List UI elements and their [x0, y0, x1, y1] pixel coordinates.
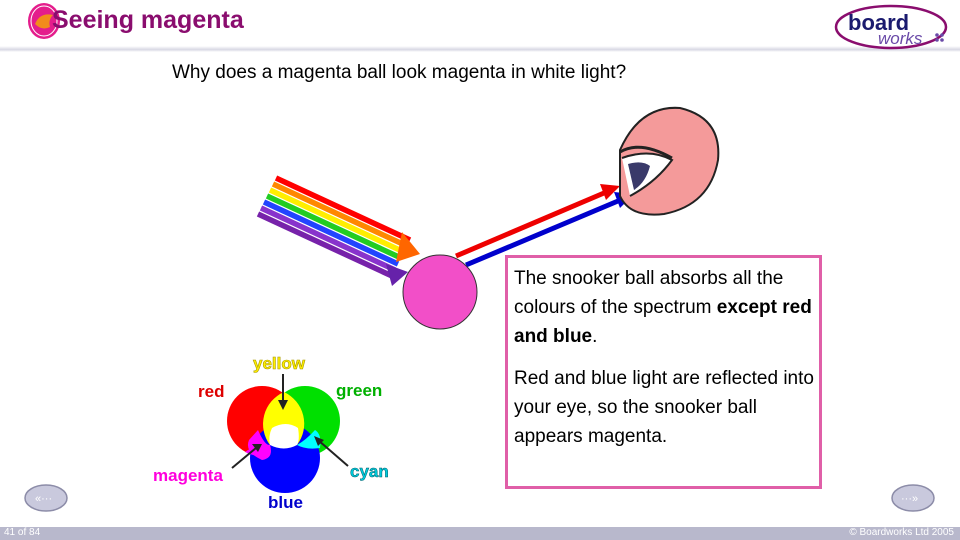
- question-text: Why does a magenta ball look magenta in …: [172, 62, 627, 83]
- beam-stripe-blue: [262, 199, 400, 267]
- beam-stripe-violet: [256, 211, 394, 279]
- venn-label-cyan: cyan: [350, 462, 389, 482]
- red-ray-arrow-icon: [600, 184, 620, 200]
- svg-text:«···: «···: [35, 493, 52, 505]
- page-title: Seeing magenta: [52, 6, 244, 34]
- footer-bar: [0, 527, 960, 540]
- venn-white-centre: [269, 424, 299, 449]
- beam-stripe-yellow: [268, 187, 406, 255]
- venn-cyan-region: [297, 430, 321, 449]
- explanation-period: .: [592, 326, 598, 347]
- title-icon: [26, 2, 62, 40]
- logo-text-top: board: [848, 10, 909, 35]
- reflected-blue-ray: [465, 198, 619, 268]
- explanation-emphasis: except red and blue: [514, 297, 812, 347]
- boardworks-logo: board works: [834, 4, 948, 50]
- snooker-ball: [402, 254, 478, 330]
- eye-icon: [619, 106, 720, 216]
- svg-text:···»: ···»: [901, 493, 918, 505]
- venn-label-blue: blue: [268, 493, 303, 512]
- copyright-text: © Boardworks Ltd 2005: [849, 527, 954, 538]
- beam-arrowhead-lower-icon: [386, 264, 408, 286]
- page-number: 41 of 84: [4, 527, 41, 538]
- beam-stripe-orange: [271, 181, 409, 249]
- explanation-paragraph-1: The snooker ball absorbs all the colours…: [514, 264, 814, 351]
- title-divider: [0, 46, 960, 52]
- nav-forward-button-graphic: ···»: [891, 484, 935, 512]
- venn-label-yellow: yellow: [253, 354, 306, 374]
- explanation-box: The snooker ball absorbs all the colours…: [505, 255, 822, 489]
- venn-label-red: red: [198, 382, 225, 401]
- next-slide-button[interactable]: [892, 485, 935, 512]
- white-light-beam: [256, 175, 412, 279]
- beam-stripe-red: [274, 175, 412, 243]
- beam-stripe-indigo: [259, 205, 397, 273]
- explanation-text-1: The snooker ball absorbs all the colours…: [514, 268, 784, 318]
- venn-label-green: green: [336, 381, 383, 400]
- logo-text-bottom: works: [878, 29, 923, 48]
- previous-slide-button[interactable]: [25, 485, 68, 512]
- reflected-red-ray: [455, 190, 605, 259]
- nav-back-button-graphic: «···: [24, 484, 68, 512]
- beam-stripe-green: [265, 193, 403, 261]
- beam-arrowhead-icon: [396, 232, 420, 262]
- venn-label-magenta: magenta: [153, 466, 223, 485]
- colour-venn-diagram: [227, 374, 349, 493]
- explanation-paragraph-2: Red and blue light are reflected into yo…: [514, 368, 814, 447]
